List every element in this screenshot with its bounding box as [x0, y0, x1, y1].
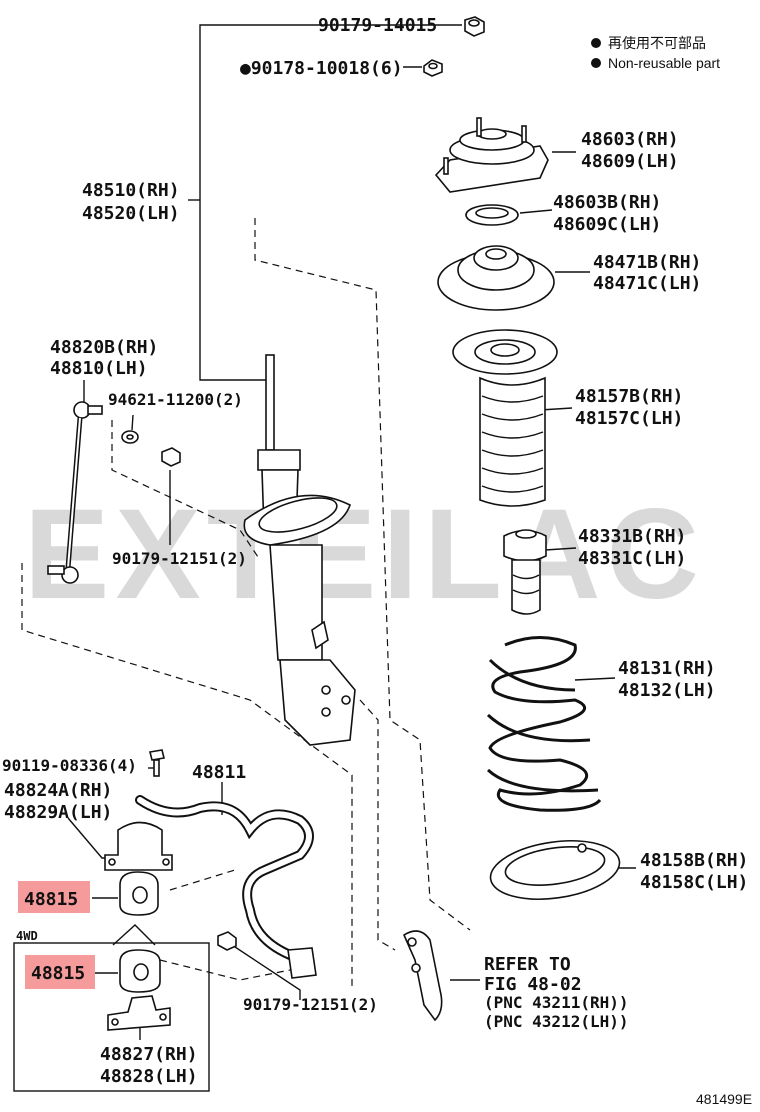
4wd-label: 4WD	[16, 929, 38, 943]
label-90179-12151-bottom: 90179-12151(2)	[243, 995, 378, 1014]
bracket-48824A-icon	[104, 821, 173, 871]
figure-id: 481499E	[696, 1091, 752, 1107]
label-48810: 48810(LH)	[50, 358, 148, 379]
label-48471C: 48471C(LH)	[593, 273, 701, 294]
label-48510: 48510(RH)	[82, 180, 180, 201]
label-48131: 48131(RH)	[618, 658, 716, 679]
label-48331B: 48331B(RH)	[578, 526, 686, 547]
bump-stopper-48331B-icon	[503, 529, 547, 615]
label-48609C: 48609C(LH)	[553, 214, 661, 235]
bearing-48603B-icon	[465, 204, 519, 226]
4wd-box	[13, 942, 210, 1092]
label-48331C: 48331C(LH)	[578, 548, 686, 569]
stabilizer-link-48820B-icon	[47, 401, 103, 584]
nut-90179-12151-icon	[161, 447, 181, 467]
steering-knuckle-reference-icon	[402, 930, 443, 1022]
highlight-48815	[18, 881, 90, 913]
leader-lines	[67, 24, 636, 1040]
label-90178-10018: ●90178-10018(6)	[240, 58, 403, 79]
legend-bullet-icon	[591, 58, 601, 68]
refer-line-3: (PNC 43211(RH))	[484, 993, 629, 1012]
label-48603: 48603(RH)	[581, 129, 679, 150]
label-48815-4wd: 48815	[31, 963, 85, 984]
legend-bullet-icon	[591, 38, 601, 48]
upper-seat-48471B-icon	[437, 245, 555, 311]
nut-90178-10018-icon	[423, 59, 443, 77]
label-48520: 48520(LH)	[82, 203, 180, 224]
watermark: EXTEILAC	[24, 483, 705, 626]
coil-spring-48131-icon	[486, 636, 602, 812]
bound-stopper-boot-48157B-icon	[452, 329, 558, 507]
label-90179-12151-top: 90179-12151(2)	[112, 549, 247, 568]
label-48157B: 48157B(RH)	[575, 386, 683, 407]
label-48815: 48815	[24, 889, 78, 910]
label-48829A: 48829A(LH)	[4, 802, 112, 823]
label-48827: 48827(RH)	[100, 1044, 198, 1065]
label-90119: 90119-08336(4)	[2, 756, 137, 775]
bushing-48815-icon	[119, 871, 159, 916]
label-48828: 48828(LH)	[100, 1066, 198, 1087]
lower-insulator-48158B-icon	[489, 840, 621, 900]
legend-en: Non-reusable part	[608, 55, 720, 71]
nut-90179-12151-bottom-icon	[217, 931, 237, 951]
stabilizer-bar-48811-icon	[135, 795, 317, 979]
refer-line-1: REFER TO	[484, 954, 571, 975]
dashed-assembly-lines	[21, 218, 471, 990]
label-90179-14015: 90179-14015	[318, 15, 437, 36]
bracket-48827-icon	[107, 995, 171, 1031]
refer-line-4: (PNC 43212(LH))	[484, 1012, 629, 1031]
highlight-48815-4wd	[25, 955, 95, 989]
legend-jp: 再使用不可部品	[608, 35, 706, 51]
bushing-48815-4wd-icon	[119, 949, 161, 993]
label-48158B: 48158B(RH)	[640, 850, 748, 871]
bolt-90119-icon	[149, 749, 165, 777]
legend: 再使用不可部品 Non-reusable part	[591, 35, 720, 71]
part-labels: 90179-14015 ●90178-10018(6) 48510(RH) 48…	[2, 15, 748, 1087]
label-48158C: 48158C(LH)	[640, 872, 748, 893]
strut-mount-48603-icon	[434, 117, 549, 193]
label-48132: 48132(LH)	[618, 680, 716, 701]
label-48824A: 48824A(RH)	[4, 780, 112, 801]
refer-line-2: FIG 48-02	[484, 974, 582, 995]
label-94621: 94621-11200(2)	[108, 390, 243, 409]
label-48603B: 48603B(RH)	[553, 192, 661, 213]
washer-94621-icon	[121, 430, 139, 444]
nut-90179-14015-icon	[464, 16, 485, 37]
label-48811: 48811	[192, 762, 246, 783]
label-48471B: 48471B(RH)	[593, 252, 701, 273]
label-48609: 48609(LH)	[581, 151, 679, 172]
shock-absorber-48510-icon	[243, 354, 356, 746]
label-48820B: 48820B(RH)	[50, 337, 158, 358]
label-48157C: 48157C(LH)	[575, 408, 683, 429]
